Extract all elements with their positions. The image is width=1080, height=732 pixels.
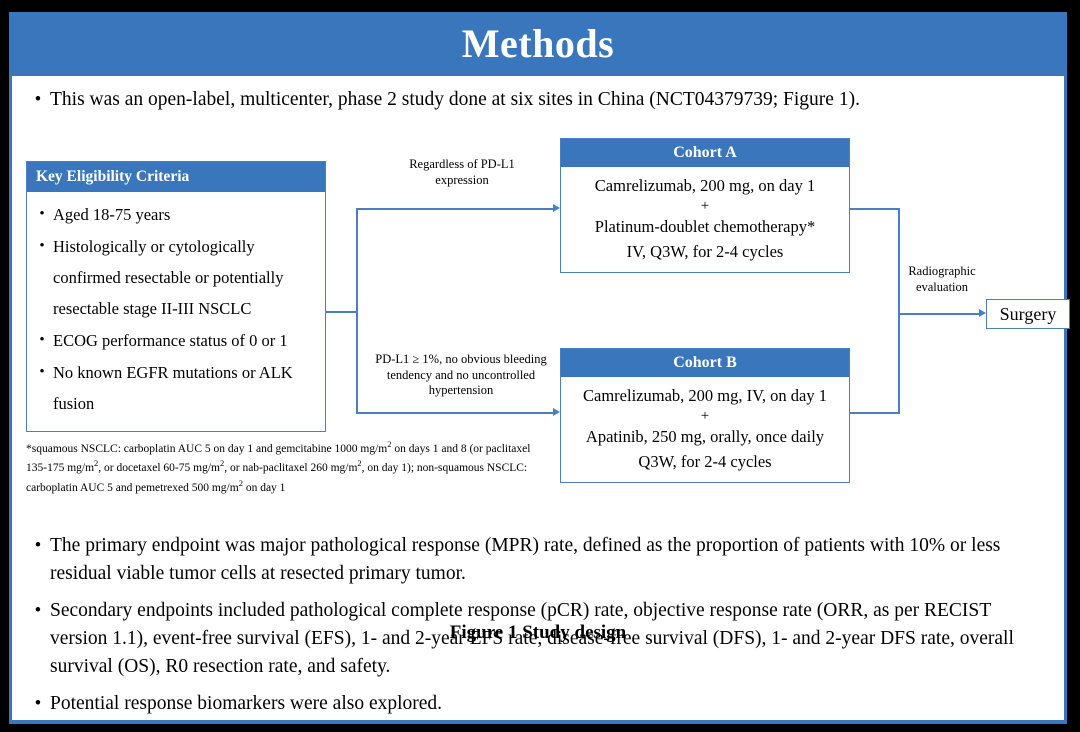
cohort-b-box: Cohort B Camrelizumab, 200 mg, IV, on da… <box>560 348 850 483</box>
bullet-marker-icon: • <box>39 332 45 348</box>
list-item: • The primary endpoint was major patholo… <box>26 532 1052 588</box>
cohort-a-line-3: IV, Q3W, for 2-4 cycles <box>626 242 784 261</box>
slide-canvas: Methods • This was an open-label, multic… <box>9 12 1070 727</box>
eligibility-item-text: ECOG performance status of 0 or 1 <box>53 331 288 350</box>
connector-line-from-cohort-a <box>850 208 900 210</box>
cohort-a-line-2: Platinum-doublet chemotherapy* <box>594 217 816 236</box>
list-item: • No known EGFR mutations or ALK fusion <box>31 357 319 419</box>
bullet-marker-icon: • <box>39 206 45 222</box>
eligibility-criteria-list: • Aged 18-75 years • Histologically or c… <box>27 192 325 419</box>
figure-caption: Figure 1 Study design <box>449 622 627 643</box>
connector-line-stem <box>326 311 357 313</box>
connector-label-regardless-pdl1: Regardless of PD-L1 expression <box>409 157 515 187</box>
lead-bullet-text: This was an open-label, multicenter, pha… <box>50 89 860 110</box>
cohort-a-plus-symbol: + <box>700 198 710 214</box>
connector-line-vertical-merge <box>898 208 900 413</box>
cohort-b-body: Camrelizumab, 200 mg, IV, on day 1 + Apa… <box>561 377 849 482</box>
figure-footnote: *squamous NSCLC: carboplatin AUC 5 on da… <box>26 439 531 494</box>
page-title: Methods <box>461 21 615 66</box>
cohort-a-header: Cohort A <box>561 139 849 167</box>
connector-line-vertical-split <box>356 208 358 413</box>
cohort-a-box: Cohort A Camrelizumab, 200 mg, on day 1 … <box>560 138 850 273</box>
eligibility-box-header: Key Eligibility Criteria <box>27 162 325 192</box>
biomarkers-text: Potential response biomarkers were also … <box>50 693 443 714</box>
arrowhead-icon <box>553 408 560 416</box>
primary-endpoint-text: The primary endpoint was major pathologi… <box>50 535 1001 584</box>
list-item: • Aged 18-75 years <box>31 199 319 230</box>
list-item: • Histologically or cytologically confir… <box>31 231 319 324</box>
connector-line-to-surgery <box>898 313 982 315</box>
study-design-figure: Key Eligibility Criteria • Aged 18-75 ye… <box>12 124 1070 643</box>
lead-bullet-row: • This was an open-label, multicenter, p… <box>26 86 1046 113</box>
eligibility-item-text: No known EGFR mutations or ALK fusion <box>53 363 293 413</box>
bullet-marker-icon: • <box>34 89 42 110</box>
cohort-b-header: Cohort B <box>561 349 849 377</box>
eligibility-criteria-box: Key Eligibility Criteria • Aged 18-75 ye… <box>26 161 326 432</box>
cohort-b-line-1: Camrelizumab, 200 mg, IV, on day 1 <box>583 386 827 405</box>
cohort-a-body: Camrelizumab, 200 mg, on day 1 + Platinu… <box>561 167 849 272</box>
cohort-b-line-2: Apatinib, 250 mg, orally, once daily <box>585 427 825 446</box>
cohort-b-line-3: Q3W, for 2-4 cycles <box>638 452 772 471</box>
connector-label-radiographic-evaluation: Radiographic evaluation <box>908 264 976 294</box>
bullet-marker-icon: • <box>34 535 42 556</box>
list-item: • Secondary endpoints included pathologi… <box>26 597 1052 681</box>
cohort-b-plus-symbol: + <box>700 408 710 424</box>
list-item: • ECOG performance status of 0 or 1 <box>31 325 319 356</box>
bullet-marker-icon: • <box>34 600 42 621</box>
bullet-marker-icon: • <box>34 693 42 714</box>
connector-line-to-cohort-a <box>356 208 556 210</box>
cohort-a-line-1: Camrelizumab, 200 mg, on day 1 <box>594 176 816 195</box>
secondary-endpoints-text: Secondary endpoints included pathologica… <box>50 600 1014 677</box>
connector-label-pdl1-criteria: PD-L1 ≥ 1%, no obvious bleeding tendency… <box>375 352 547 397</box>
bullet-marker-icon: • <box>39 364 45 380</box>
connector-line-from-cohort-b <box>850 412 900 414</box>
surgery-box: Surgery <box>986 299 1070 329</box>
arrowhead-icon <box>553 204 560 212</box>
eligibility-item-text: Aged 18-75 years <box>53 205 171 224</box>
connector-line-to-cohort-b <box>356 412 556 414</box>
surgery-label: Surgery <box>999 303 1057 324</box>
list-item: • Potential response biomarkers were als… <box>26 690 1052 718</box>
eligibility-item-text: Histologically or cytologically confirme… <box>53 237 284 318</box>
arrowhead-icon <box>979 309 986 317</box>
slide-header-bar: Methods <box>12 12 1064 76</box>
endpoints-bullet-list: • The primary endpoint was major patholo… <box>26 532 1052 727</box>
bullet-marker-icon: • <box>39 238 45 254</box>
